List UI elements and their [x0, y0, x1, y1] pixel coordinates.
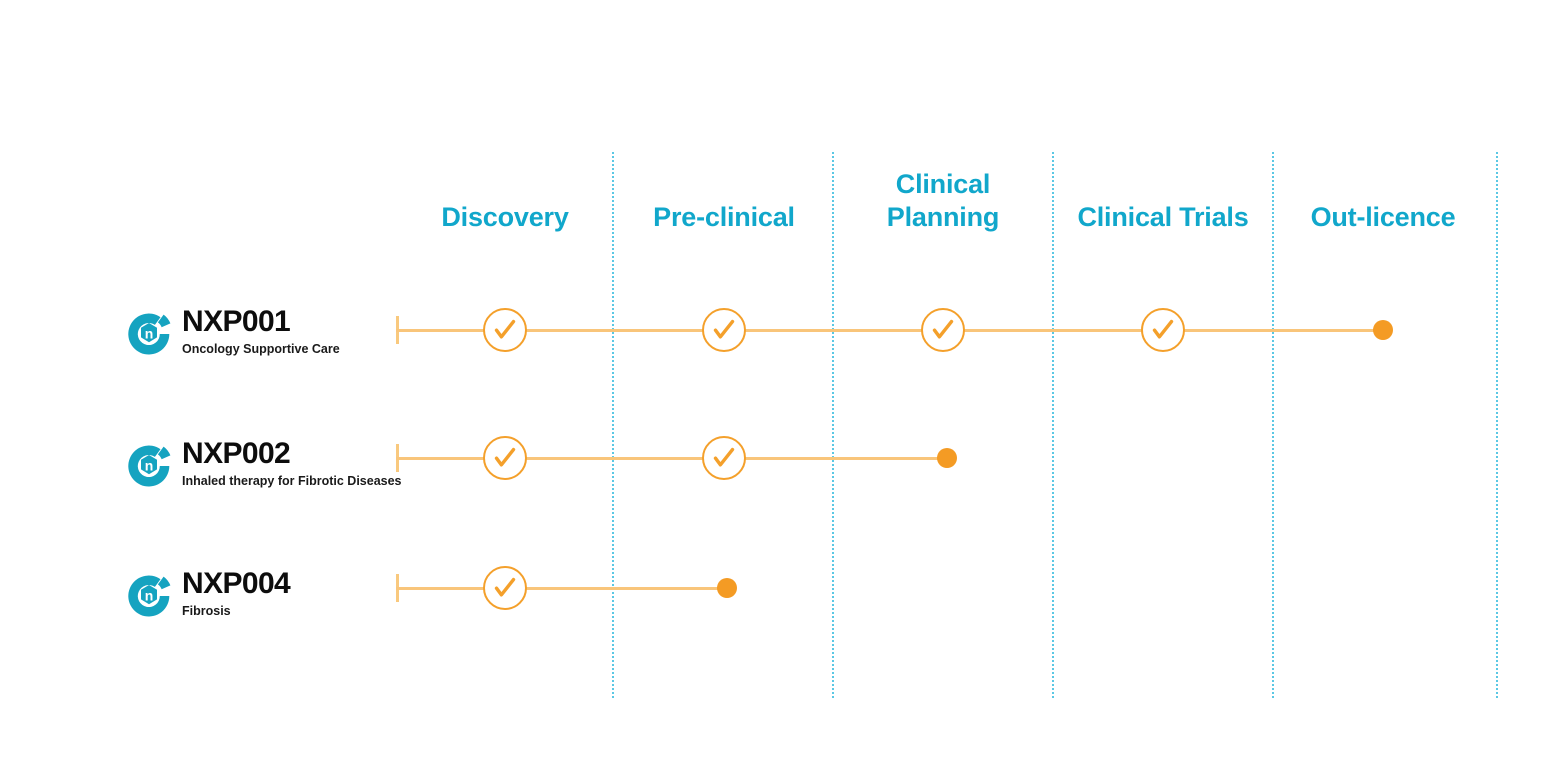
stage-header-line: Discovery — [441, 202, 569, 232]
stage-header-discovery: Discovery — [395, 201, 615, 234]
stage-header-out-licence: Out-licence — [1273, 201, 1493, 234]
track-line-nxp001 — [396, 329, 1383, 332]
stage-complete-check-nxp004-1[interactable] — [483, 566, 527, 610]
stage-header-line: Out-licence — [1310, 202, 1456, 232]
stage-complete-check-nxp001-1[interactable] — [483, 308, 527, 352]
track-line-nxp004 — [396, 587, 727, 590]
milestone-dot-icon-nxp002[interactable] — [937, 448, 957, 468]
nuformix-logo-icon: n — [124, 309, 174, 359]
stage-complete-check-nxp002-1[interactable] — [483, 436, 527, 480]
column-divider-4 — [1272, 152, 1274, 698]
stage-complete-check-nxp002-2[interactable] — [702, 436, 746, 480]
stage-header-line: Pre-clinical — [653, 202, 795, 232]
svg-text:n: n — [145, 588, 154, 604]
svg-text:n: n — [145, 458, 154, 474]
stage-complete-check-nxp001-3[interactable] — [921, 308, 965, 352]
milestone-dot-icon-nxp004[interactable] — [717, 578, 737, 598]
nuformix-logo-icon: n — [124, 571, 174, 621]
column-divider-1 — [612, 152, 614, 698]
program-name: NXP004 — [182, 567, 291, 600]
column-divider-3 — [1052, 152, 1054, 698]
stage-header-line: Planning — [886, 202, 1000, 232]
stage-complete-check-nxp001-2[interactable] — [702, 308, 746, 352]
program-indication: Oncology Supportive Care — [182, 342, 340, 356]
stage-header-clinical-trials: Clinical Trials — [1053, 201, 1273, 234]
milestone-dot-icon-nxp001[interactable] — [1373, 320, 1393, 340]
program-name: NXP001 — [182, 305, 291, 338]
track-line-nxp002 — [396, 457, 947, 460]
nuformix-logo-icon: n — [124, 441, 174, 491]
stage-header-line: Clinical Trials — [1077, 202, 1249, 232]
program-indication: Inhaled therapy for Fibrotic Diseases — [182, 474, 402, 488]
svg-text:n: n — [145, 326, 154, 342]
stage-complete-check-nxp001-4[interactable] — [1141, 308, 1185, 352]
program-indication: Fibrosis — [182, 604, 231, 618]
stage-header-line: Clinical — [895, 169, 991, 199]
program-name: NXP002 — [182, 437, 291, 470]
stage-header-pre-clinical: Pre-clinical — [614, 201, 834, 234]
column-divider-5 — [1496, 152, 1498, 698]
column-divider-2 — [832, 152, 834, 698]
